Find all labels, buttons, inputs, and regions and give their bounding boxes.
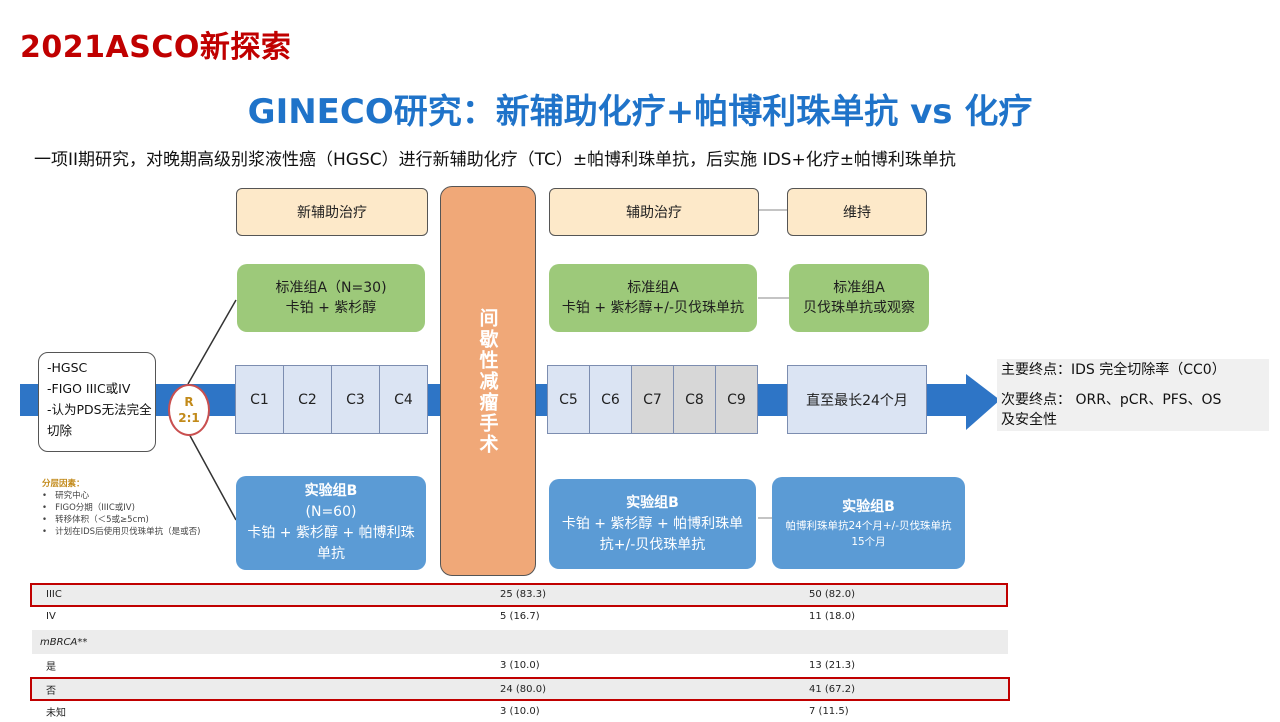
arm-b-adj-regimen-2: 抗+/-贝伐珠单抗: [599, 536, 706, 553]
randomization-circle: R 2:1: [168, 384, 210, 436]
table-cell-label: 是: [46, 661, 56, 673]
cycle-cell: C9: [716, 366, 757, 433]
table-row: 未知 3 (10.0) 7 (11.5): [32, 700, 1008, 722]
surgery-label: 间歇性减瘤手术: [476, 307, 499, 455]
arm-b-adj-title: 实验组B: [626, 494, 679, 511]
secondary-endpoint-2: 及安全性: [1001, 412, 1057, 428]
table-row: mBRCA**: [32, 630, 1008, 654]
arm-b-neo-regimen-2: 单抗: [317, 546, 345, 562]
table-cell-a: 24 (80.0): [500, 683, 546, 695]
table-cell-label: 未知: [46, 707, 66, 719]
arm-a-maint-title: 标准组A: [833, 280, 885, 296]
table-cell-label: IV: [46, 610, 56, 622]
eligibility-criteria: -HGSC -FIGO IIIC或IV -认为PDS无法完全 切除: [38, 352, 156, 452]
header-adjuvant: 辅助治疗: [549, 188, 759, 236]
arm-b-maint-title: 实验组B: [842, 498, 895, 515]
arm-b-neo-regimen: 卡铂 + 紫杉醇 + 帕博利珠: [247, 525, 415, 541]
arm-b-neoadjuvant: 实验组B (N=60) 卡铂 + 紫杉醇 + 帕博利珠 单抗: [236, 476, 426, 570]
subtitle: 一项II期研究，对晚期高级别浆液性癌（HGSC）进行新辅助化疗（TC）±帕博利珠…: [34, 150, 956, 170]
table-cell-a: 5 (16.7): [500, 610, 540, 622]
table-cell-b: 50 (82.0): [809, 588, 855, 600]
secondary-endpoint: 次要终点： ORR、pCR、PFS、OS: [1001, 392, 1222, 408]
arm-b-maint-regimen: 帕博利珠单抗24个月+/-贝伐珠单抗: [785, 519, 952, 532]
arm-a-adj-title: 标准组A: [627, 280, 679, 296]
table-cell-a: 25 (83.3): [500, 588, 546, 600]
arm-a-adj-regimen: 卡铂 + 紫杉醇+/-贝伐珠单抗: [561, 300, 745, 316]
eligibility-item: -认为PDS无法完全: [47, 402, 152, 417]
cycle-cell: C1: [236, 366, 284, 433]
endpoints-box: 主要终点：IDS 完全切除率（CC0） 次要终点： ORR、pCR、PFS、OS…: [997, 359, 1269, 431]
stratification-item: • FIGO分期（IIIC或IV): [42, 503, 135, 513]
eligibility-item: -HGSC: [47, 360, 88, 375]
cycle-cell: C4: [380, 366, 427, 433]
arm-a-adjuvant: 标准组A 卡铂 + 紫杉醇+/-贝伐珠单抗: [549, 264, 757, 332]
cycles-neoadjuvant: C1 C2 C3 C4: [235, 365, 428, 434]
maintenance-duration: 直至最长24个月: [787, 365, 927, 434]
main-title: GINECO研究：新辅助化疗+帕博利珠单抗 vs 化疗: [247, 92, 1033, 132]
stratification-item: • 计划在IDS后使用贝伐珠单抗（是或否): [42, 527, 201, 537]
cycle-cell: C3: [332, 366, 380, 433]
arm-b-neo-title: 实验组B: [304, 483, 358, 499]
table-cell-label: mBRCA**: [40, 636, 88, 648]
arm-a-neo-regimen: 卡铂 + 紫杉醇: [285, 300, 377, 316]
arm-b-neo-n: (N=60): [305, 504, 357, 520]
top-title: 2021ASCO新探索: [20, 30, 292, 65]
cycle-cell: C5: [548, 366, 590, 433]
arm-b-maint-duration: 15个月: [851, 535, 886, 548]
table-row: IV 5 (16.7) 11 (18.0): [32, 605, 1008, 627]
table-cell-b: 41 (67.2): [809, 683, 855, 695]
randomization-ratio: 2:1: [178, 411, 200, 425]
arm-a-maintenance: 标准组A 贝伐珠单抗或观察: [789, 264, 929, 332]
cycle-cell: C8: [674, 366, 716, 433]
eligibility-item: 切除: [47, 423, 73, 438]
stratification-item: • 转移体积（＜5或≥5cm): [42, 515, 149, 525]
cycle-cell: C6: [590, 366, 632, 433]
primary-endpoint: 主要终点：IDS 完全切除率（CC0）: [1001, 362, 1226, 378]
header-neoadjuvant: 新辅助治疗: [236, 188, 428, 236]
table-row: 是 3 (10.0) 13 (21.3): [32, 654, 1008, 676]
arm-b-maintenance: 实验组B 帕博利珠单抗24个月+/-贝伐珠单抗 15个月: [772, 477, 965, 569]
header-maintenance: 维持: [787, 188, 927, 236]
arm-a-maint-regimen: 贝伐珠单抗或观察: [803, 300, 915, 316]
cycle-cell: C2: [284, 366, 332, 433]
baseline-table: IIIC 25 (83.3) 50 (82.0) IV 5 (16.7) 11 …: [32, 583, 1008, 720]
table-row: IIIC 25 (83.3) 50 (82.0): [32, 583, 1008, 605]
table-cell-label: 否: [46, 685, 56, 697]
arm-a-neoadjuvant: 标准组A（N=30) 卡铂 + 紫杉醇: [237, 264, 425, 332]
arm-b-adjuvant: 实验组B 卡铂 + 紫杉醇 + 帕博利珠单 抗+/-贝伐珠单抗: [549, 479, 756, 569]
table-cell-b: 7 (11.5): [809, 705, 849, 717]
cycle-cell: C7: [632, 366, 674, 433]
eligibility-item: -FIGO IIIC或IV: [47, 381, 131, 396]
table-row: 否 24 (80.0) 41 (67.2): [32, 678, 1008, 700]
randomization-r: R: [184, 395, 194, 409]
cycles-adjuvant: C5 C6 C7 C8 C9: [547, 365, 758, 434]
arm-b-adj-regimen: 卡铂 + 紫杉醇 + 帕博利珠单: [561, 515, 744, 532]
stratification-item: • 研究中心: [42, 491, 90, 501]
stratification-title: 分层因素：: [42, 479, 85, 489]
table-cell-a: 3 (10.0): [500, 705, 540, 717]
highlight-box-iiic: [30, 583, 1008, 607]
table-cell-b: 11 (18.0): [809, 610, 855, 622]
interval-debulking-surgery: 间歇性减瘤手术: [440, 186, 536, 576]
table-cell-label: IIIC: [46, 588, 62, 600]
highlight-box-no-brca: [30, 677, 1010, 701]
table-cell-b: 13 (21.3): [809, 659, 855, 671]
stratification-factors: 分层因素： • 研究中心 • FIGO分期（IIIC或IV) • 转移体积（＜5…: [42, 478, 200, 538]
arm-a-neo-title: 标准组A（N=30): [275, 280, 387, 296]
table-cell-a: 3 (10.0): [500, 659, 540, 671]
